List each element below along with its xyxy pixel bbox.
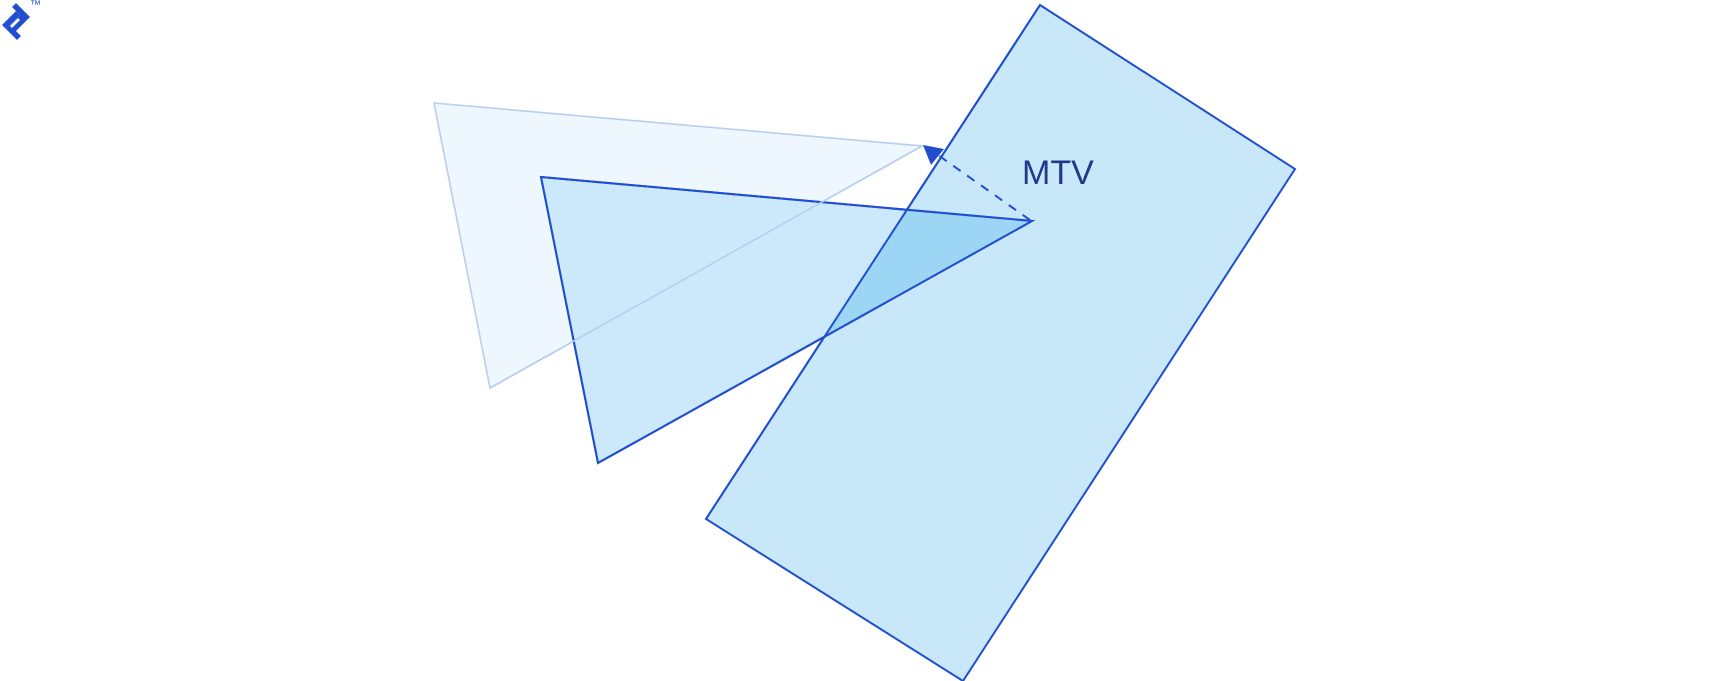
trademark-symbol: ™ xyxy=(30,0,42,11)
mtv-vector-line xyxy=(937,154,1031,221)
ghost-triangle-edge xyxy=(489,145,923,389)
moved-triangle-outline xyxy=(539,175,1036,465)
toptal-logo: ™ xyxy=(0,0,50,48)
mtv-arrowhead xyxy=(923,145,944,165)
toptal-logo-icon xyxy=(2,3,30,40)
mtv-label: MTV xyxy=(1022,154,1094,192)
rectangle-outline-left-edge xyxy=(705,4,1041,520)
